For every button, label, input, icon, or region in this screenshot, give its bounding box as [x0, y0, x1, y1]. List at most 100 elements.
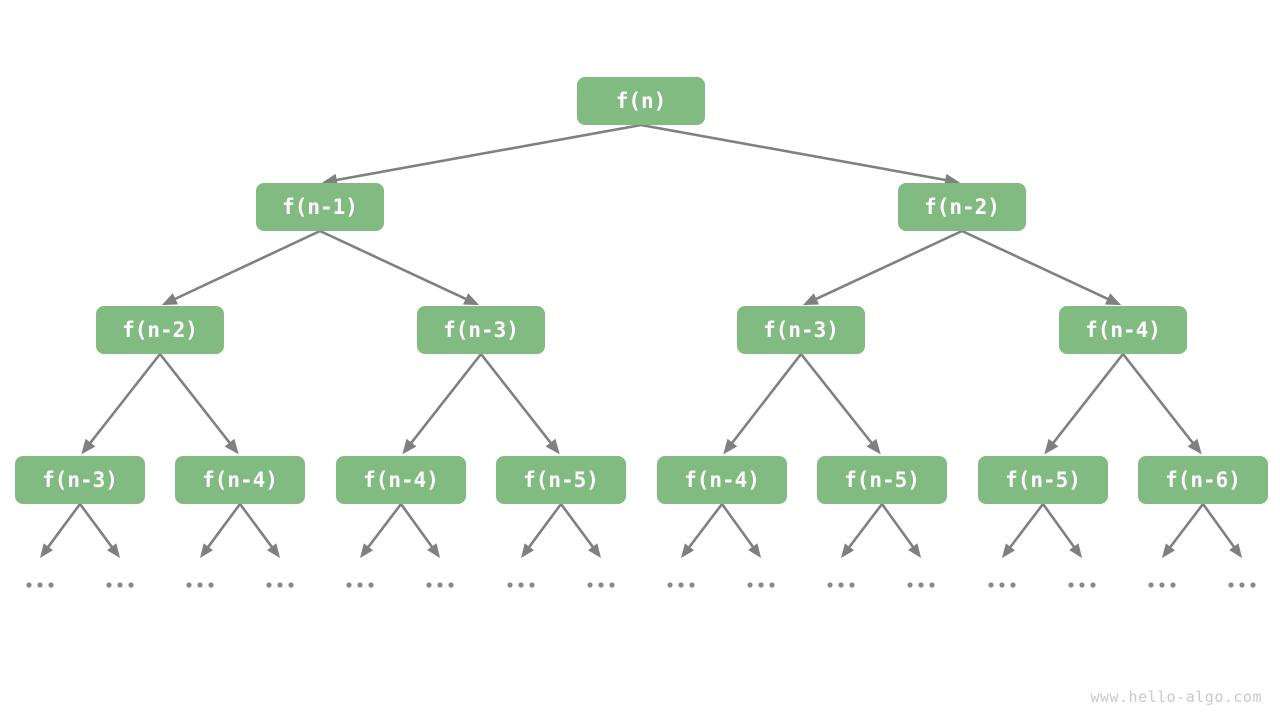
edge-n2-to-n6: [961, 229, 1122, 306]
ellipsis-dot: [988, 582, 994, 588]
leaf-stub-arrow-2: [200, 503, 242, 558]
node-label: f(n-3): [42, 468, 118, 492]
tree-node-n1[interactable]: f(n-1): [256, 183, 384, 231]
edge-n1-to-n4: [319, 229, 480, 306]
ellipsis-marker: [1148, 582, 1176, 588]
ellipsis-dot: [1170, 582, 1176, 588]
leaf-stub-arrow-3: [238, 503, 280, 558]
arrow-head-icon: [224, 438, 239, 455]
ellipsis-dot: [1228, 582, 1234, 588]
tree-node-n14[interactable]: f(n-6): [1138, 456, 1268, 504]
tree-node-n7[interactable]: f(n-3): [15, 456, 145, 504]
tree-node-n3[interactable]: f(n-2): [96, 306, 224, 354]
arrow-head-icon: [200, 543, 213, 558]
node-label: f(n-4): [202, 468, 278, 492]
leaf-stub-arrow-10: [841, 503, 884, 558]
tree-node-n10[interactable]: f(n-5): [496, 456, 626, 504]
node-label: f(n-2): [924, 195, 1000, 219]
edge-n6-to-n14: [1121, 353, 1202, 455]
node-label: f(n-4): [363, 468, 439, 492]
ellipsis-dot: [266, 582, 272, 588]
node-box: [898, 183, 1026, 231]
ellipsis-marker: [26, 582, 54, 588]
ellipsis-dot: [838, 582, 844, 588]
arrow-head-icon: [1069, 543, 1082, 558]
tree-node-n0[interactable]: f(n): [577, 77, 705, 125]
leaf-stub-arrow-6: [521, 503, 563, 558]
arrow-head-icon: [462, 293, 480, 306]
edge-n4-to-n9: [402, 353, 483, 455]
ellipsis-marker: [747, 582, 775, 588]
ellipsis-dot: [999, 582, 1005, 588]
node-box: [817, 456, 947, 504]
leaf-stub-arrow-8: [681, 503, 724, 558]
ellipsis-dot: [689, 582, 695, 588]
ellipsis-dot: [1068, 582, 1074, 588]
arrow-head-icon: [841, 543, 855, 558]
leaf-stub-arrow-1: [78, 503, 120, 558]
leaf-stub-arrow-4: [360, 503, 403, 558]
leaf-stub-arrow-12: [1002, 503, 1045, 558]
node-label: f(n-2): [122, 318, 198, 342]
ellipsis-dot: [426, 582, 432, 588]
tree-node-n9[interactable]: f(n-4): [336, 456, 466, 504]
arrow-head-icon: [545, 438, 560, 455]
ellipsis-dot: [667, 582, 673, 588]
tree-node-n13[interactable]: f(n-5): [978, 456, 1108, 504]
ellipsis-marker: [1068, 582, 1096, 588]
edge-n5-to-n12: [799, 353, 881, 455]
tree-node-n12[interactable]: f(n-5): [817, 456, 947, 504]
ellipsis-marker: [106, 582, 134, 588]
edge-n4-to-n10: [479, 353, 560, 455]
ellipsis-dot: [1159, 582, 1165, 588]
edges-layer: [81, 123, 1202, 455]
ellipsis-dot: [609, 582, 615, 588]
node-box: [1059, 306, 1187, 354]
arrow-head-icon: [402, 438, 417, 455]
ellipsis-dot: [26, 582, 32, 588]
ellipsis-marker: [186, 582, 214, 588]
arrow-head-icon: [161, 293, 179, 306]
node-box: [336, 456, 466, 504]
ellipsis-dot: [437, 582, 443, 588]
node-label: f(n-5): [1005, 468, 1081, 492]
ellipsis-row: [26, 582, 1256, 588]
edge-n2-to-n5: [802, 229, 963, 306]
node-box: [496, 456, 626, 504]
ellipsis-dot: [128, 582, 134, 588]
ellipsis-dot: [1148, 582, 1154, 588]
tree-node-n6[interactable]: f(n-4): [1059, 306, 1187, 354]
ellipsis-dot: [48, 582, 54, 588]
node-box: [978, 456, 1108, 504]
arrow-head-icon: [81, 438, 96, 455]
ellipsis-dot: [117, 582, 123, 588]
ellipsis-marker: [266, 582, 294, 588]
leaf-stub-arrow-5: [399, 503, 440, 558]
arrow-head-icon: [1044, 438, 1059, 455]
ellipsis-dot: [507, 582, 513, 588]
node-label: f(n-5): [844, 468, 920, 492]
leaf-stub-arrow-14: [1162, 503, 1205, 558]
ellipsis-dot: [448, 582, 454, 588]
edge-n3-to-n7: [81, 353, 162, 455]
node-box: [15, 456, 145, 504]
tree-node-n5[interactable]: f(n-3): [737, 306, 865, 354]
ellipsis-marker: [907, 582, 935, 588]
ellipsis-dot: [37, 582, 43, 588]
ellipsis-dot: [827, 582, 833, 588]
arrow-head-icon: [681, 543, 695, 558]
ellipsis-dot: [907, 582, 913, 588]
tree-node-n8[interactable]: f(n-4): [175, 456, 305, 504]
node-box: [737, 306, 865, 354]
arrow-head-icon: [1104, 293, 1122, 306]
tree-node-n11[interactable]: f(n-4): [657, 456, 787, 504]
arrow-head-icon: [267, 543, 280, 558]
tree-node-n2[interactable]: f(n-2): [898, 183, 1026, 231]
node-label: f(n-4): [1085, 318, 1161, 342]
leaf-stub-arrow-7: [559, 503, 601, 558]
tree-node-n4[interactable]: f(n-3): [417, 306, 545, 354]
node-label: f(n-5): [523, 468, 599, 492]
arrow-head-icon: [1229, 543, 1242, 558]
